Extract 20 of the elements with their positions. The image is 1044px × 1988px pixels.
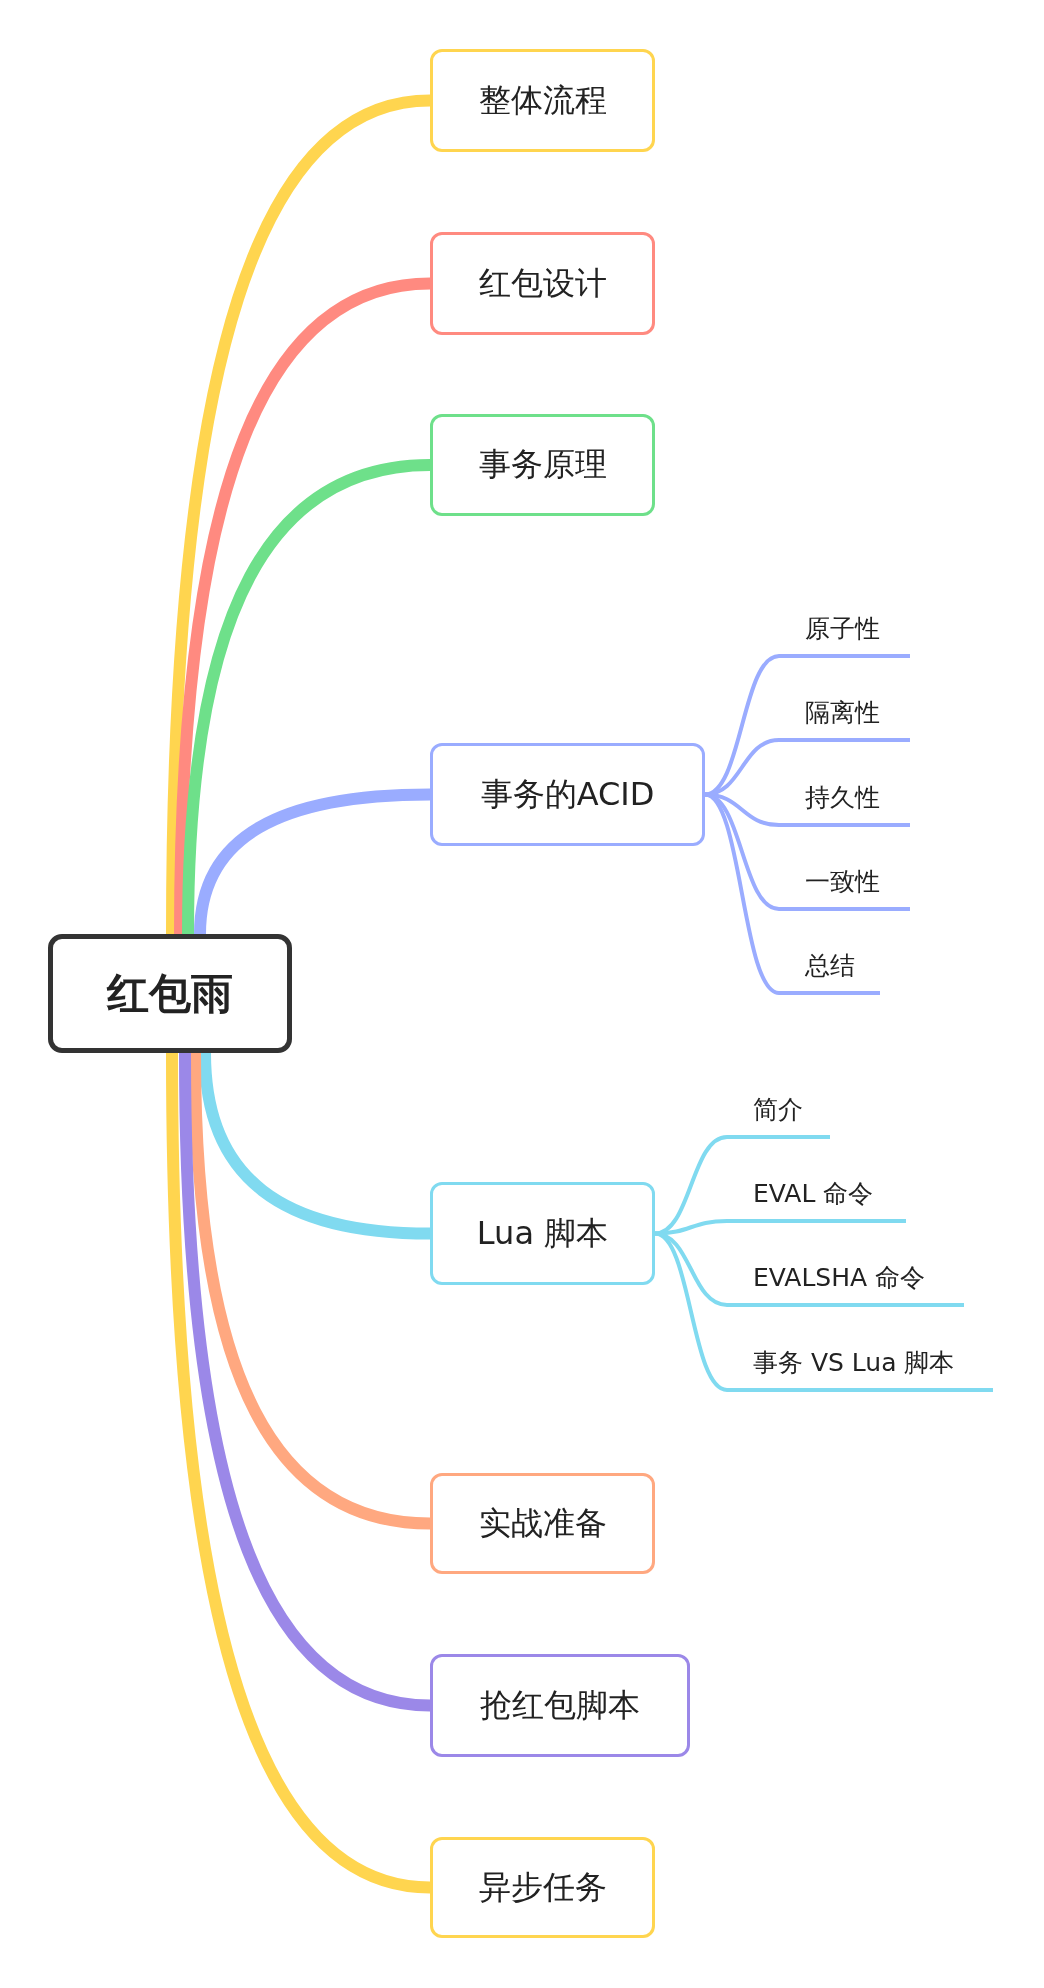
topic-box: 事务的ACID <box>430 743 705 846</box>
subtopic-label: 一致性 <box>779 865 910 911</box>
subtopic-label: EVAL 命令 <box>727 1177 906 1223</box>
topic-box: 异步任务 <box>430 1837 655 1938</box>
topic-box: Lua 脚本 <box>430 1182 655 1285</box>
root-topic-box: 红包雨 <box>48 934 292 1053</box>
subtopic-label: 总结 <box>779 949 880 995</box>
topic-box: 抢红包脚本 <box>430 1654 690 1757</box>
topic-box: 红包设计 <box>430 232 655 335</box>
topic-box: 整体流程 <box>430 49 655 152</box>
connector-line <box>653 1219 729 1236</box>
subtopic-label: EVALSHA 命令 <box>727 1261 964 1307</box>
subtopic-label: 简介 <box>727 1093 830 1139</box>
subtopic-label: 隔离性 <box>779 696 910 742</box>
topic-box: 事务原理 <box>430 414 655 516</box>
connector-line <box>703 738 781 797</box>
subtopic-label: 原子性 <box>779 612 910 658</box>
topic-box: 实战准备 <box>430 1473 655 1574</box>
subtopic-label: 事务 VS Lua 脚本 <box>727 1346 993 1392</box>
subtopic-label: 持久性 <box>779 781 910 827</box>
